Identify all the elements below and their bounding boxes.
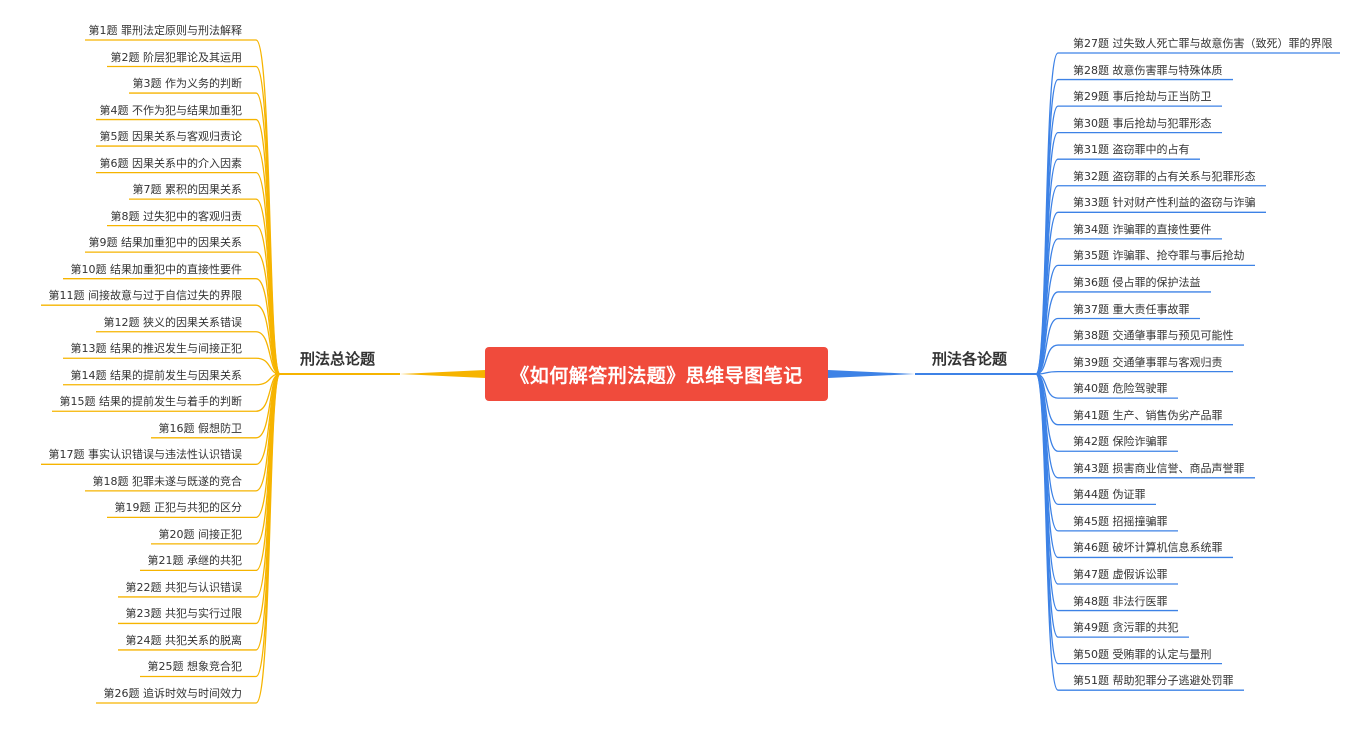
left-item-connector	[255, 373, 281, 704]
main-right-connector	[828, 370, 915, 378]
right-topic-item[interactable]: 第49题 贪污罪的共犯	[1073, 621, 1179, 635]
left-item-connector	[255, 331, 281, 375]
right-topic-item[interactable]: 第50题 受贿罪的认定与量刑	[1073, 647, 1212, 661]
left-topic-item[interactable]: 第9题 结果加重犯中的因果关系	[88, 236, 243, 250]
right-topic-item[interactable]: 第32题 盗窃罪的占有关系与犯罪形态	[1073, 169, 1256, 183]
right-topic-item[interactable]: 第38题 交通肇事罪与预见可能性	[1073, 329, 1234, 343]
left-topic-item[interactable]: 第23题 共犯与实行过限	[125, 607, 243, 621]
right-topic-item[interactable]: 第30题 事后抢劫与犯罪形态	[1073, 116, 1212, 130]
left-topic-item[interactable]: 第14题 结果的提前发生与因果关系	[70, 368, 243, 382]
left-topic-item[interactable]: 第19题 正犯与共犯的区分	[114, 501, 243, 515]
right-topic-item[interactable]: 第44题 伪证罪	[1073, 488, 1146, 502]
left-topic-item[interactable]: 第25题 想象竞合犯	[147, 660, 243, 674]
right-topic-item[interactable]: 第37题 重大责任事故罪	[1073, 302, 1190, 316]
left-topic-item[interactable]: 第11题 间接故意与过于自信过失的界限	[48, 289, 243, 303]
left-topic-item[interactable]: 第26题 追诉时效与时间效力	[103, 687, 243, 700]
left-topic-item[interactable]: 第24题 共犯关系的脱离	[125, 633, 243, 647]
right-topic-item[interactable]: 第36题 侵占罪的保护法益	[1073, 275, 1201, 289]
left-topic-item[interactable]: 第21题 承继的共犯	[147, 554, 243, 568]
left-item-connector	[255, 357, 281, 375]
right-topic-item[interactable]: 第45题 招摇撞骗罪	[1073, 514, 1168, 528]
left-topic-item[interactable]: 第20题 间接正犯	[158, 527, 243, 541]
right-item-connector	[1035, 344, 1059, 375]
left-topic-item[interactable]: 第7题 累积的因果关系	[132, 183, 243, 197]
right-topic-item[interactable]: 第33题 针对财产性利益的盗窃与诈骗	[1073, 196, 1256, 210]
right-item-connector	[1035, 373, 1059, 691]
right-topic-item[interactable]: 第27题 过失致人死亡罪与故意伤害（致死）罪的界限	[1073, 37, 1333, 50]
right-topic-item[interactable]: 第39题 交通肇事罪与客观归责	[1073, 355, 1223, 369]
left-topic-item[interactable]: 第12题 狭义的因果关系错误	[103, 315, 243, 329]
branch-general-part-label[interactable]: 刑法总论题	[300, 350, 376, 368]
left-topic-item[interactable]: 第1题 罪刑法定原则与刑法解释	[88, 24, 243, 37]
left-topic-item[interactable]: 第2题 阶层犯罪论及其运用	[110, 50, 243, 64]
right-topic-item[interactable]: 第48题 非法行医罪	[1073, 594, 1168, 608]
central-topic[interactable]: 《如何解答刑法题》思维导图笔记	[485, 347, 828, 401]
left-item-connector	[255, 278, 281, 375]
left-topic-item[interactable]: 第10题 结果加重犯中的直接性要件	[70, 262, 243, 276]
right-topic-item[interactable]: 第47题 虚假诉讼罪	[1073, 568, 1168, 581]
left-topic-item[interactable]: 第5题 因果关系与客观归责论	[99, 130, 243, 144]
main-left-connector	[400, 370, 485, 378]
left-topic-item[interactable]: 第6题 因果关系中的介入因素	[99, 156, 243, 170]
right-topic-item[interactable]: 第46题 破坏计算机信息系统罪	[1073, 541, 1223, 555]
right-topic-item[interactable]: 第51题 帮助犯罪分子逃避处罚罪	[1073, 674, 1234, 688]
right-topic-item[interactable]: 第28题 故意伤害罪与特殊体质	[1073, 63, 1223, 77]
left-topic-item[interactable]: 第18题 犯罪未遂与既遂的竞合	[92, 474, 243, 488]
right-topic-item[interactable]: 第42题 保险诈骗罪	[1073, 435, 1168, 449]
branch-specific-part-label[interactable]: 刑法各论题	[932, 350, 1008, 368]
left-topic-item[interactable]: 第13题 结果的推迟发生与间接正犯	[70, 342, 243, 356]
right-topic-item[interactable]: 第43题 损害商业信誉、商品声誉罪	[1073, 461, 1245, 475]
left-topic-item[interactable]: 第22题 共犯与认识错误	[125, 580, 243, 594]
right-topic-item[interactable]: 第41题 生产、销售伪劣产品罪	[1073, 408, 1223, 422]
left-topic-item[interactable]: 第4题 不作为犯与结果加重犯	[99, 103, 243, 117]
left-topic-item[interactable]: 第17题 事实认识错误与违法性认识错误	[48, 448, 243, 462]
right-topic-item[interactable]: 第29题 事后抢劫与正当防卫	[1073, 90, 1212, 104]
right-topic-item[interactable]: 第34题 诈骗罪的直接性要件	[1073, 222, 1212, 236]
left-topic-item[interactable]: 第15题 结果的提前发生与着手的判断	[59, 395, 243, 409]
left-topic-item[interactable]: 第8题 过失犯中的客观归责	[110, 209, 243, 223]
right-item-connector	[1035, 291, 1059, 375]
right-topic-item[interactable]: 第35题 诈骗罪、抢夺罪与事后抢劫	[1073, 249, 1245, 263]
right-topic-item[interactable]: 第40题 危险驾驶罪	[1073, 382, 1168, 396]
left-topic-item[interactable]: 第16题 假想防卫	[158, 421, 243, 435]
left-topic-item[interactable]: 第3题 作为义务的判断	[132, 77, 243, 91]
right-topic-item[interactable]: 第31题 盗窃罪中的占有	[1073, 143, 1190, 157]
